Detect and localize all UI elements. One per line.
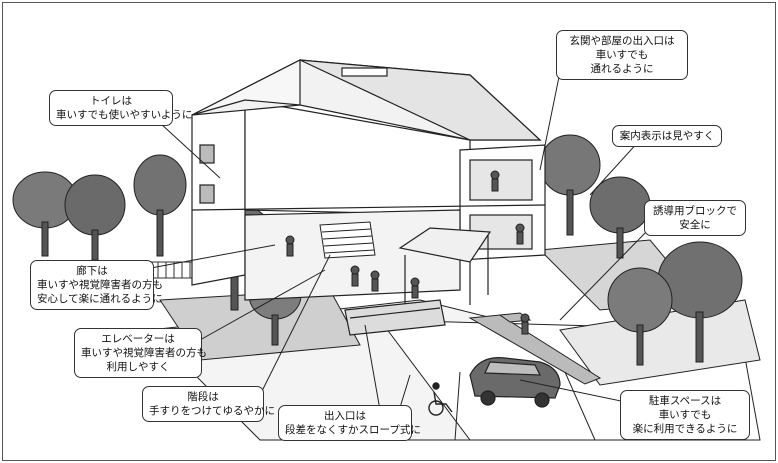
staircase	[319, 221, 376, 259]
callout-entrance-room: 玄関や部屋の出入口は 車いすでも 通れるように	[556, 30, 688, 80]
callout-elevator-line-2: 車いすや視覚障害者の方も	[81, 347, 207, 359]
callout-elevator: エレベーターは 車いすや視覚障害者の方も 利用しやすく	[74, 328, 207, 378]
tree-right-1	[539, 134, 601, 236]
callout-toilet-line-1: トイレは	[90, 95, 132, 107]
callout-entrance-room-line-1: 玄関や部屋の出入口は	[569, 35, 675, 47]
people	[285, 170, 530, 335]
leader-lines	[139, 71, 649, 411]
callout-doorway-line-2: 段差をなくすかスロープ式に	[285, 424, 421, 436]
callout-elevator-line-1: エレベーターは	[101, 333, 175, 345]
callout-corridor-line-2: 車いすや視覚障害者の方も	[37, 279, 163, 291]
callout-stairs-line-1: 階段は	[187, 391, 219, 403]
callout-doorway: 出入口は 段差をなくすかスロープ式に	[278, 405, 421, 441]
callout-entrance-room-line-3: 通れるように	[590, 63, 654, 75]
callout-stairs: 階段は 手すりをつけてゆるやかに	[142, 386, 275, 422]
tree-left-2	[64, 174, 126, 261]
callout-guide-block-line-2: 安全に	[679, 219, 711, 231]
entrance-canopy	[344, 227, 492, 336]
callout-stairs-line-2: 手すりをつけてゆるやかに	[149, 405, 275, 417]
callout-toilet-line-2: 車いすでも使いやすいように	[56, 109, 193, 121]
wheelchair-symbol-icon	[428, 382, 453, 416]
callout-elevator-line-3: 利用しやすく	[106, 361, 170, 373]
callout-parking-line-1: 駐車スペースは	[648, 395, 722, 407]
callout-entrance-room-line-2: 車いすでも	[595, 49, 649, 61]
callout-guide-display: 案内表示は見やすく	[612, 125, 722, 147]
car	[469, 357, 561, 408]
roof	[191, 59, 542, 141]
callout-parking-line-3: 楽に利用できるように	[632, 423, 738, 435]
callout-corridor-line-1: 廊下は	[76, 265, 108, 277]
callout-guide-display-line-1: 案内表示は見やすく	[619, 130, 715, 142]
callout-parking: 駐車スペースは 車いすでも 楽に利用できるように	[620, 390, 750, 440]
callout-guide-block-line-1: 誘導用ブロックで	[653, 205, 737, 217]
callout-parking-line-2: 車いすでも	[658, 409, 712, 421]
callout-corridor: 廊下は 車いすや視覚障害者の方も 安心して楽に通れるように	[30, 260, 163, 310]
callout-corridor-line-3: 安心して楽に通れるように	[37, 293, 163, 305]
callout-doorway-line-1: 出入口は	[324, 410, 366, 422]
callout-toilet: トイレは 車いすでも使いやすいように	[49, 90, 193, 126]
tree-left-3	[133, 154, 187, 257]
tree-right-4	[607, 267, 673, 366]
callout-guide-block: 誘導用ブロックで 安全に	[644, 200, 746, 236]
